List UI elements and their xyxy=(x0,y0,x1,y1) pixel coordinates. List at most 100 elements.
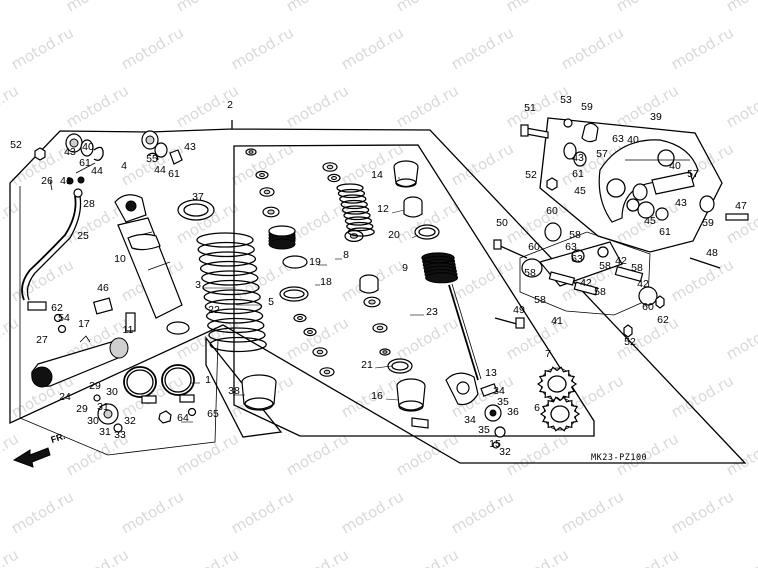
watermark-text: motod.ru xyxy=(503,545,572,568)
spring-coil xyxy=(198,251,257,267)
callout-label: 47 xyxy=(735,200,747,212)
gear-stoppers xyxy=(536,366,581,432)
callout-label: 42 xyxy=(580,277,592,289)
spring-coil xyxy=(196,232,254,248)
front-direction-label: FR. xyxy=(50,431,67,445)
callout-label: 43 xyxy=(184,141,196,153)
callout-label: 12 xyxy=(377,203,389,215)
spring-coil xyxy=(197,241,255,258)
callout-label: 58 xyxy=(534,294,546,306)
callout-label: 59 xyxy=(581,101,593,113)
spring-coil xyxy=(340,199,368,210)
callout-label: 58 xyxy=(631,262,643,274)
callout-label: 21 xyxy=(361,359,373,371)
watermark-text: motod.ru xyxy=(0,81,22,131)
callout-label: 61 xyxy=(659,226,671,238)
piston-rod xyxy=(445,283,506,449)
watermark-text: motod.ru xyxy=(173,545,242,568)
watermark-text: motod.ru xyxy=(338,23,407,73)
callout-label: 50 xyxy=(496,217,508,229)
watermark-text: motod.ru xyxy=(283,81,352,131)
spring-coil xyxy=(204,298,263,315)
callout-label: 27 xyxy=(36,334,48,346)
callout-label: 32 xyxy=(124,415,136,427)
callout-label: 61 xyxy=(168,168,180,180)
watermark-text: motod.ru xyxy=(8,487,77,537)
spring-coil xyxy=(207,317,265,334)
callout-label: 18 xyxy=(320,276,332,288)
washer-hole xyxy=(316,349,324,355)
watermark-text: motod.ru xyxy=(558,487,627,537)
watermark-text: motod.ru xyxy=(393,197,462,247)
callout-label: 45 xyxy=(644,215,656,227)
gear-stopper xyxy=(539,396,581,432)
spring-coil xyxy=(336,183,364,193)
leader-line xyxy=(385,398,399,401)
watermark-text: motod.ru xyxy=(228,487,297,537)
callout-label: 60 xyxy=(642,301,654,313)
callout-label: 65 xyxy=(207,408,219,420)
damper-components xyxy=(245,148,391,377)
watermark-text: motod.ru xyxy=(228,23,297,73)
callout-label: 31 xyxy=(99,426,111,438)
callout-label: 46 xyxy=(97,282,109,294)
watermark-text: motod.ru xyxy=(723,429,758,479)
watermark-text: motod.ru xyxy=(448,23,517,73)
watermark-text: motod.ru xyxy=(613,0,682,15)
watermark-text: motod.ru xyxy=(228,139,297,189)
watermark-text: motod.ru xyxy=(723,81,758,131)
watermark-text: motod.ru xyxy=(613,81,682,131)
watermark-text: motod.ru xyxy=(448,487,517,537)
gear-stopper-hole xyxy=(547,375,567,393)
clamp-bands xyxy=(93,364,197,433)
spring-coil xyxy=(203,289,261,305)
callout-label: 28 xyxy=(83,198,95,210)
callout-label: 40 xyxy=(627,134,639,146)
shock-body xyxy=(114,194,190,335)
spring-seats xyxy=(177,199,277,411)
callout-label: 41 xyxy=(60,175,72,187)
spring-coil xyxy=(343,210,371,221)
callout-label: 16 xyxy=(371,390,383,402)
callout-label: 23 xyxy=(426,306,438,318)
callout-label: 52 xyxy=(525,169,537,181)
watermark-text: motod.ru xyxy=(723,0,758,15)
watermark-text: motod.ru xyxy=(118,487,187,537)
watermark-text: motod.ru xyxy=(503,81,572,131)
callout-label: 58 xyxy=(594,286,606,298)
callout-label: 37 xyxy=(192,191,204,203)
watermark-text: motod.ru xyxy=(393,81,462,131)
spring-coil xyxy=(209,336,267,353)
washer-hole xyxy=(382,350,388,354)
callout-label: 1 xyxy=(205,374,211,386)
washer-hole xyxy=(297,316,303,320)
leader-line xyxy=(391,209,405,214)
callout-label: 39 xyxy=(650,111,662,123)
washer-hole xyxy=(263,189,271,195)
callout-label: 45 xyxy=(574,185,586,197)
callout-label: 41 xyxy=(551,315,563,327)
washer-hole xyxy=(323,369,331,375)
callout-label: 44 xyxy=(91,165,103,177)
watermark-text: motod.ru xyxy=(448,139,517,189)
watermark-text: motod.ru xyxy=(723,545,758,568)
gear-stopper xyxy=(536,366,578,402)
watermark-text: motod.ru xyxy=(613,545,682,568)
callout-label: 58 xyxy=(599,260,611,272)
callout-label: 32 xyxy=(499,446,511,458)
piston-band xyxy=(268,238,296,250)
leader-line xyxy=(552,317,559,326)
watermark-text: motod.ru xyxy=(668,23,737,73)
callout-label: 29 xyxy=(76,403,88,415)
washer-hole xyxy=(368,299,376,305)
washer-hole xyxy=(331,176,337,180)
spring-coil xyxy=(425,272,459,284)
watermark-text: motod.ru xyxy=(393,429,462,479)
watermark-text: motod.ru xyxy=(8,255,77,305)
callout-label: 30 xyxy=(106,386,118,398)
callout-label: 19 xyxy=(309,256,321,268)
hose-reservoir xyxy=(21,162,136,388)
diagram-code: MK23-PZ100 xyxy=(591,453,647,463)
callout-label: 14 xyxy=(371,169,383,181)
